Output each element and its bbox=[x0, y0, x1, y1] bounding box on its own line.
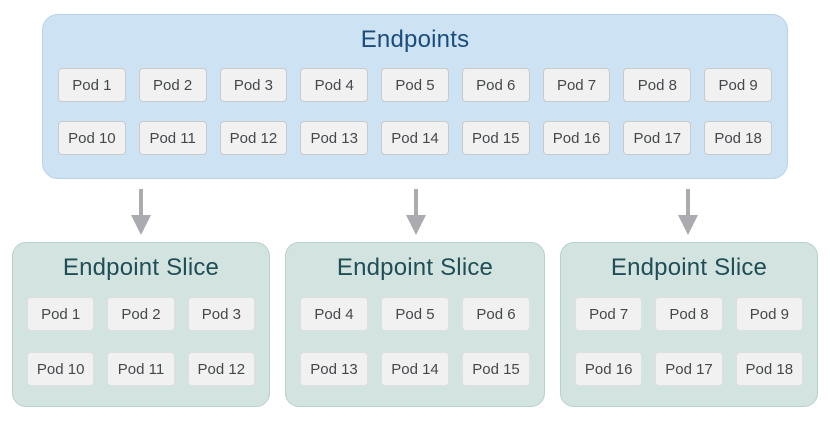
pod-box: Pod 13 bbox=[300, 121, 369, 155]
pod-box: Pod 4 bbox=[300, 68, 369, 102]
pod-box: Pod 9 bbox=[704, 68, 772, 102]
pod-box: Pod 5 bbox=[381, 68, 449, 102]
pod-box: Pod 10 bbox=[27, 352, 95, 386]
pod-box: Pod 17 bbox=[655, 352, 723, 386]
slice-title: Endpoint Slice bbox=[336, 254, 494, 281]
pod-box: Pod 11 bbox=[107, 352, 175, 386]
pod-box: Pod 8 bbox=[623, 68, 692, 102]
pod-box: Pod 5 bbox=[381, 297, 449, 331]
pod-box: Pod 7 bbox=[542, 68, 611, 102]
arrow-head bbox=[678, 215, 698, 235]
endpoint-slice-box-2: Endpoint Slice Pod 4 Pod 5 Pod 6 Pod 13 … bbox=[285, 242, 545, 407]
pod-box: Pod 2 bbox=[107, 297, 175, 331]
slice-title: Endpoint Slice bbox=[62, 254, 220, 281]
pod-box: Pod 17 bbox=[623, 121, 692, 155]
pod-box: Pod 18 bbox=[704, 121, 772, 155]
pod-box: Pod 4 bbox=[300, 297, 368, 331]
arrow-stem bbox=[139, 189, 143, 215]
arrow-head bbox=[131, 215, 151, 235]
pod-box: Pod 16 bbox=[542, 121, 611, 155]
pod-box: Pod 15 bbox=[461, 121, 530, 155]
slice-pod-grid: Pod 7 Pod 8 Pod 9 Pod 16 Pod 17 Pod 18 bbox=[575, 297, 803, 386]
pod-box: Pod 12 bbox=[187, 352, 255, 386]
pod-box: Pod 1 bbox=[27, 297, 95, 331]
endpoint-slice-box-3: Endpoint Slice Pod 7 Pod 8 Pod 9 Pod 16 … bbox=[560, 242, 818, 407]
arrow-down-icon bbox=[406, 189, 426, 235]
pod-box: Pod 14 bbox=[381, 121, 449, 155]
pod-box: Pod 6 bbox=[462, 297, 530, 331]
slice-pod-grid: Pod 4 Pod 5 Pod 6 Pod 13 Pod 14 Pod 15 bbox=[300, 297, 530, 386]
pod-box: Pod 15 bbox=[462, 352, 530, 386]
pod-box: Pod 7 bbox=[575, 297, 643, 331]
arrow-stem bbox=[686, 189, 690, 215]
endpoints-title: Endpoints bbox=[360, 26, 470, 53]
pod-box: Pod 1 bbox=[58, 68, 126, 102]
pod-box: Pod 16 bbox=[575, 352, 643, 386]
pod-box: Pod 3 bbox=[219, 68, 288, 102]
arrow-down-icon bbox=[678, 189, 698, 235]
slice-title: Endpoint Slice bbox=[610, 254, 768, 281]
pod-box: Pod 11 bbox=[138, 121, 207, 155]
arrow-stem bbox=[414, 189, 418, 215]
endpoints-pod-grid: Pod 1 Pod 2 Pod 3 Pod 4 Pod 5 Pod 6 Pod … bbox=[58, 68, 772, 155]
pod-box: Pod 14 bbox=[381, 352, 449, 386]
pod-box: Pod 8 bbox=[655, 297, 723, 331]
pod-box: Pod 18 bbox=[735, 352, 803, 386]
arrow-head bbox=[406, 215, 426, 235]
slice-pod-grid: Pod 1 Pod 2 Pod 3 Pod 10 Pod 11 Pod 12 bbox=[27, 297, 255, 386]
endpoint-slice-box-1: Endpoint Slice Pod 1 Pod 2 Pod 3 Pod 10 … bbox=[12, 242, 270, 407]
pod-box: Pod 2 bbox=[138, 68, 207, 102]
pod-box: Pod 10 bbox=[58, 121, 126, 155]
pod-box: Pod 9 bbox=[735, 297, 803, 331]
pod-box: Pod 12 bbox=[219, 121, 288, 155]
pod-box: Pod 6 bbox=[461, 68, 530, 102]
pod-box: Pod 13 bbox=[300, 352, 368, 386]
pod-box: Pod 3 bbox=[187, 297, 255, 331]
arrow-down-icon bbox=[131, 189, 151, 235]
endpoints-box: Endpoints Pod 1 Pod 2 Pod 3 Pod 4 Pod 5 … bbox=[42, 14, 788, 179]
